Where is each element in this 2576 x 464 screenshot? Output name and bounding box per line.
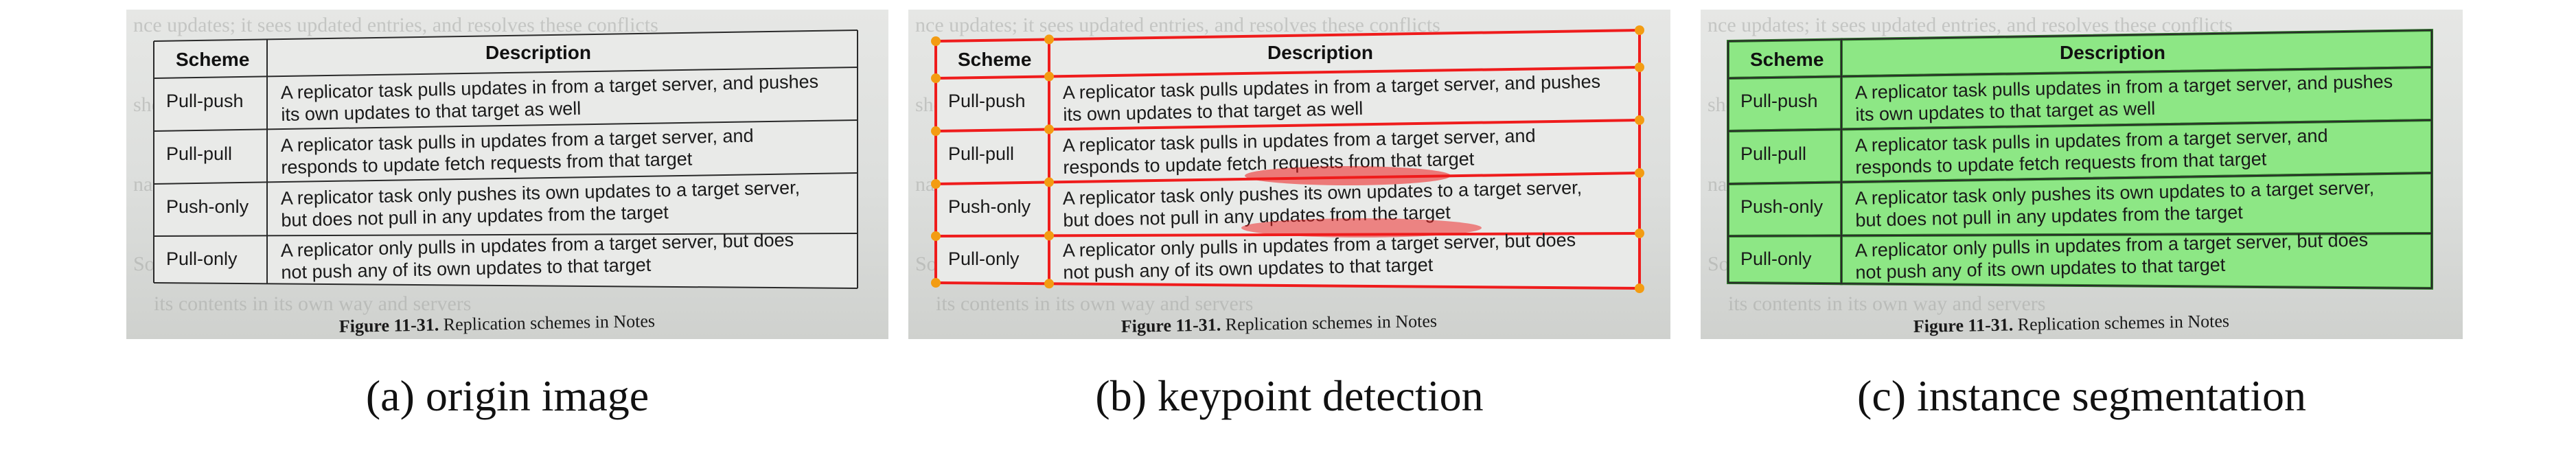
table-row-line xyxy=(153,30,858,42)
keypoint-detection-panel: nce updates; it sees updated entries, an… xyxy=(908,10,1670,339)
scheme-cell: Pull-push xyxy=(1740,91,1818,111)
header-description: Description xyxy=(1267,42,1373,63)
keypoint-heat-blob xyxy=(1245,166,1451,185)
keypoint-dot xyxy=(1044,231,1054,241)
header-description: Description xyxy=(2060,42,2165,63)
table-row-line xyxy=(153,67,858,79)
scheme-cell: Push-only xyxy=(166,196,249,217)
table-row-line xyxy=(1727,119,2433,132)
scheme-cell: Pull-push xyxy=(948,91,1026,111)
background-text-line: its contents in its own way and servers xyxy=(1728,292,2045,315)
header-scheme: Scheme xyxy=(176,49,249,70)
table-row-line xyxy=(153,282,858,289)
caption-keypoint-detection: (b) keypoint detection xyxy=(1095,371,1484,420)
table-row-line xyxy=(1727,233,2433,237)
figure-caption: Figure 11-31. Replication schemes in Not… xyxy=(1913,311,2230,336)
table-row-line xyxy=(1727,67,2433,79)
scheme-cell: Pull-only xyxy=(948,248,1020,269)
figure-caption: Figure 11-31. Replication schemes in Not… xyxy=(1121,311,1438,336)
table-row-line xyxy=(1727,282,2433,289)
keypoint-dot xyxy=(1044,279,1054,289)
keypoint-dot xyxy=(931,179,941,189)
keypoint-dot xyxy=(1044,177,1054,187)
keypoint-heat-blob xyxy=(1241,218,1482,237)
instance-segmentation-panel: nce updates; it sees updated entries, an… xyxy=(1701,10,2463,339)
table-row-line xyxy=(153,172,858,185)
scheme-cell: Pull-only xyxy=(166,248,238,269)
keypoint-dot xyxy=(931,278,941,288)
background-text-line: its contents in its own way and servers xyxy=(154,292,471,315)
table-background xyxy=(154,30,858,288)
keypoint-dot xyxy=(1044,124,1054,135)
table-row-line xyxy=(153,233,858,237)
background-text-line: its contents in its own way and servers xyxy=(936,292,1253,315)
figure-caption: Figure 11-31. Replication schemes in Not… xyxy=(339,311,656,336)
table-row-line xyxy=(153,119,858,132)
keypoint-dot xyxy=(1044,71,1054,82)
header-scheme: Scheme xyxy=(1750,49,1824,70)
keypoint-dot xyxy=(1635,62,1644,72)
table-photo: nce updates; it sees updated entries, an… xyxy=(133,14,858,336)
keypoint-dot xyxy=(1635,283,1644,293)
background-text-line: nce updates; it sees updated entries, an… xyxy=(1707,14,2233,36)
background-text-line: nce updates; it sees updated entries, an… xyxy=(915,14,1440,36)
scheme-cell: Push-only xyxy=(1740,196,1824,217)
scheme-cell: Pull-pull xyxy=(166,143,232,164)
scheme-cell: Pull-pull xyxy=(948,143,1014,164)
scheme-cell: Pull-push xyxy=(166,91,244,111)
table-photo: nce updates; it sees updated entries, an… xyxy=(915,14,1644,336)
header-description: Description xyxy=(485,42,591,63)
scheme-cell: Pull-only xyxy=(1740,248,1812,269)
background-text-line: nce updates; it sees updated entries, an… xyxy=(133,14,658,36)
keypoint-dot xyxy=(931,126,941,136)
keypoint-dot xyxy=(931,73,941,83)
keypoint-dot xyxy=(1044,34,1054,45)
keypoint-dot xyxy=(1635,229,1644,238)
scheme-cell: Push-only xyxy=(948,196,1031,217)
scheme-cell: Pull-pull xyxy=(1740,143,1806,164)
keypoint-dot xyxy=(931,36,941,46)
keypoint-dot xyxy=(1635,115,1644,125)
keypoint-dot xyxy=(931,231,941,241)
table-row-line xyxy=(1727,172,2433,185)
keypoint-dot xyxy=(1635,168,1644,178)
keypoint-dot xyxy=(1635,25,1644,35)
origin-image-panel: nce updates; it sees updated entries, an… xyxy=(126,10,888,339)
table-photo: nce updates; it sees updated entries, an… xyxy=(1707,14,2433,336)
table-row-line xyxy=(1727,30,2433,42)
caption-instance-segmentation: (c) instance segmentation xyxy=(1857,371,2306,420)
caption-origin-image: (a) origin image xyxy=(365,371,649,420)
header-scheme: Scheme xyxy=(958,49,1031,70)
